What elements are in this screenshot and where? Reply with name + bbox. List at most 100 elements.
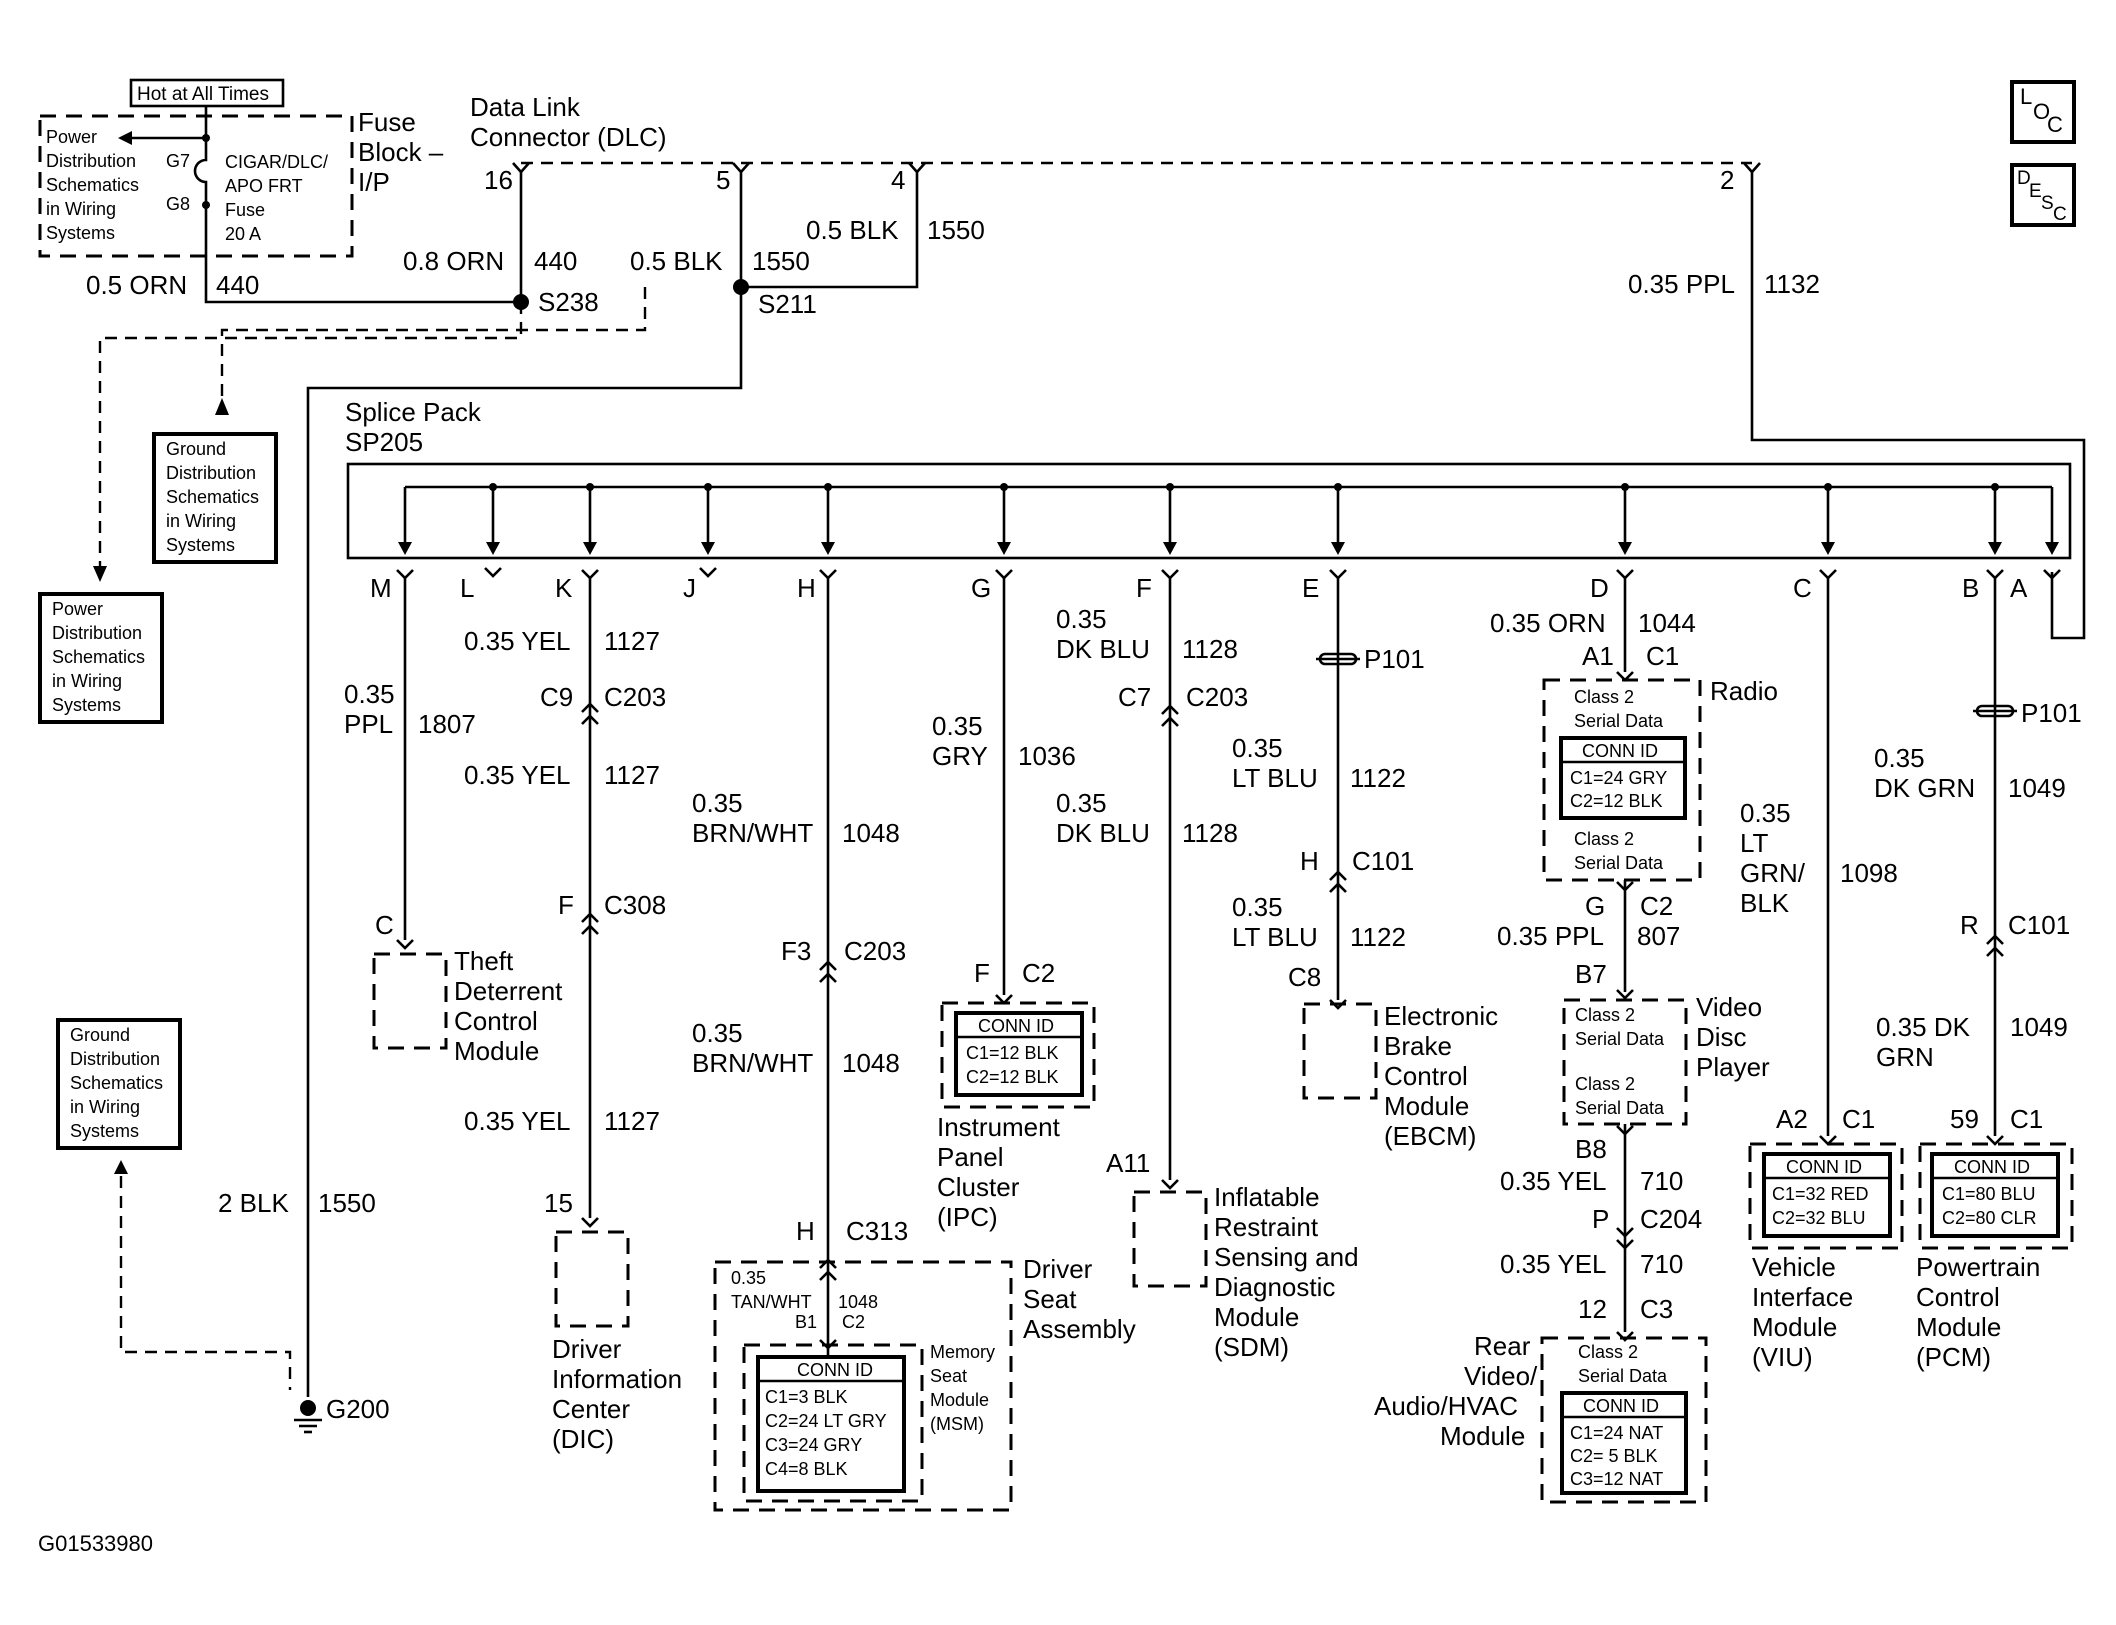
svg-text:BRN/WHT: BRN/WHT	[692, 1048, 813, 1078]
svg-text:Sensing and: Sensing and	[1214, 1242, 1359, 1272]
svg-text:Seat: Seat	[1023, 1284, 1077, 1314]
ground-distribution-text-2: Ground Distribution Schematics in Wiring…	[70, 1025, 163, 1141]
ipc-conn-id-title: CONN ID	[978, 1016, 1054, 1036]
wire-1550-circuit-dlc5: 1550	[752, 246, 810, 276]
svg-text:L: L	[2020, 84, 2032, 109]
svg-text:I/P: I/P	[358, 167, 390, 197]
svg-text:Instrument: Instrument	[937, 1112, 1061, 1142]
svg-text:Restraint: Restraint	[1214, 1212, 1319, 1242]
wire-807-size: 0.35 PPL	[1497, 921, 1604, 951]
svg-text:DK BLU: DK BLU	[1056, 818, 1150, 848]
wire-1132-size: 0.35 PPL	[1628, 269, 1735, 299]
svg-text:Video/: Video/	[1464, 1361, 1538, 1391]
rear-module-pin-12: 12	[1578, 1294, 1607, 1324]
vdp-label: Video Disc Player	[1696, 992, 1770, 1082]
svg-text:LT BLU: LT BLU	[1232, 922, 1318, 952]
msm-label: Memory Seat Module (MSM)	[930, 1342, 995, 1434]
dic-pin-15: 15	[544, 1188, 573, 1218]
driver-seat-assembly-label: Driver Seat Assembly	[1023, 1254, 1136, 1344]
svg-text:(EBCM): (EBCM)	[1384, 1121, 1476, 1151]
fuse-feed-arrowhead	[118, 131, 132, 145]
svg-text:Control: Control	[454, 1006, 538, 1036]
svg-text:(SDM): (SDM)	[1214, 1332, 1289, 1362]
theft-module-pin: C	[375, 910, 394, 940]
svg-text:Systems: Systems	[166, 535, 235, 555]
svg-text:Video: Video	[1696, 992, 1762, 1022]
viu-conn-id-row-1: C1=32 RED	[1772, 1184, 1869, 1204]
wire-1098-size: 0.35 LT GRN/ BLK	[1740, 798, 1806, 918]
svg-text:APO FRT: APO FRT	[225, 176, 303, 196]
wire-1122-circuit-1: 1122	[1350, 763, 1406, 793]
svg-text:Memory: Memory	[930, 1342, 995, 1362]
svg-text:CIGAR/DLC/: CIGAR/DLC/	[225, 152, 328, 172]
svg-text:Disc: Disc	[1696, 1022, 1747, 1052]
radio-conn-id-title: CONN ID	[1582, 741, 1658, 761]
svg-text:SP205: SP205	[345, 427, 423, 457]
rear-module-label: Rear Video/ Audio/HVAC Module	[1374, 1331, 1538, 1451]
pcm-label: Powertrain Control Module (PCM)	[1916, 1252, 2040, 1372]
svg-text:Module: Module	[1752, 1312, 1837, 1342]
svg-text:E: E	[1302, 573, 1319, 603]
wire-1048-circuit-2: 1048	[842, 1048, 900, 1078]
ipc-conn-id-row-1: C1=12 BLK	[966, 1043, 1059, 1063]
hot-at-all-times-label: Hot at All Times	[137, 84, 269, 105]
svg-text:(PCM): (PCM)	[1916, 1342, 1991, 1372]
svg-text:0.35: 0.35	[932, 711, 983, 741]
ground-g200-symbol	[294, 1400, 322, 1434]
wire-1550-circuit-dlc4: 1550	[927, 215, 985, 245]
svg-text:C4=8 BLK: C4=8 BLK	[765, 1459, 848, 1479]
p101-label-e: P101	[1364, 644, 1425, 674]
vdp-class2-bottom-1: Class 2	[1575, 1074, 1635, 1094]
desc-icon[interactable]: D E S C	[2010, 163, 2076, 227]
svg-text:0.35: 0.35	[731, 1268, 766, 1288]
svg-text:Electronic: Electronic	[1384, 1001, 1498, 1031]
svg-text:C2: C2	[842, 1312, 865, 1332]
driver-information-center-module	[554, 1230, 630, 1328]
splice-pack-sp205	[346, 462, 2072, 560]
svg-text:0.35: 0.35	[692, 788, 743, 818]
wire-1048-size-2: 0.35 BRN/WHT	[692, 1018, 813, 1078]
svg-text:0.35: 0.35	[1874, 743, 1925, 773]
c101-pin-r: R	[1960, 910, 1979, 940]
dlc-pin-2: 2	[1720, 165, 1734, 195]
radio-conn-id-row-1: C1=24 GRY	[1570, 768, 1667, 788]
rear-conn-id-row-2: C2= 5 BLK	[1570, 1446, 1658, 1466]
pcm-conn-id-table	[1930, 1152, 2060, 1238]
wire-1044-size: 0.35 ORN	[1490, 608, 1606, 638]
wire-1550-size-dlc5: 0.5 BLK	[630, 246, 723, 276]
viu-conn-id-title: CONN ID	[1786, 1157, 1862, 1177]
svg-text:E: E	[2029, 181, 2042, 202]
svg-text:B1: B1	[795, 1312, 817, 1332]
svg-text:Vehicle: Vehicle	[1752, 1252, 1836, 1282]
power-distribution-text-2: Power Distribution Schematics in Wiring …	[52, 599, 145, 715]
svg-text:Ground: Ground	[166, 439, 226, 459]
svg-text:0.35: 0.35	[692, 1018, 743, 1048]
ground-dist-ref-line-1	[220, 287, 647, 410]
vdp-pin-b8: B8	[1575, 1134, 1607, 1164]
wire-1049-size-1: 0.35 DK GRN	[1874, 743, 1975, 803]
ground-distribution-text-1: Ground Distribution Schematics in Wiring…	[166, 439, 259, 555]
ground-wire-circuit: 1550	[318, 1188, 376, 1218]
svg-text:Module: Module	[454, 1036, 539, 1066]
fuse-block-label: Fuse Block – I/P	[358, 107, 444, 197]
svg-text:Control: Control	[1384, 1061, 1468, 1091]
c313-pin-h: H	[796, 1216, 815, 1246]
radio-conn-c1: C1	[1646, 641, 1679, 671]
loc-icon[interactable]: L O C	[2010, 80, 2076, 144]
fuse-symbol	[193, 138, 208, 205]
svg-text:1048: 1048	[838, 1292, 878, 1312]
svg-text:C2=24 LT GRY: C2=24 LT GRY	[765, 1411, 887, 1431]
p101-connector-b	[1973, 704, 2017, 718]
svg-text:BRN/WHT: BRN/WHT	[692, 818, 813, 848]
svg-text:DK GRN: DK GRN	[1874, 773, 1975, 803]
svg-text:Control: Control	[1916, 1282, 2000, 1312]
splice-pack-label: Splice Pack SP205	[345, 397, 482, 457]
wire-710-circuit-1: 710	[1640, 1166, 1683, 1196]
svg-text:TAN/WHT: TAN/WHT	[731, 1292, 812, 1312]
c101-pin-h: H	[1300, 846, 1319, 876]
svg-text:Panel: Panel	[937, 1142, 1004, 1172]
c313-connector: C313	[846, 1216, 908, 1246]
c203-pin-f3: F3	[781, 936, 811, 966]
svg-text:C: C	[2047, 112, 2063, 137]
